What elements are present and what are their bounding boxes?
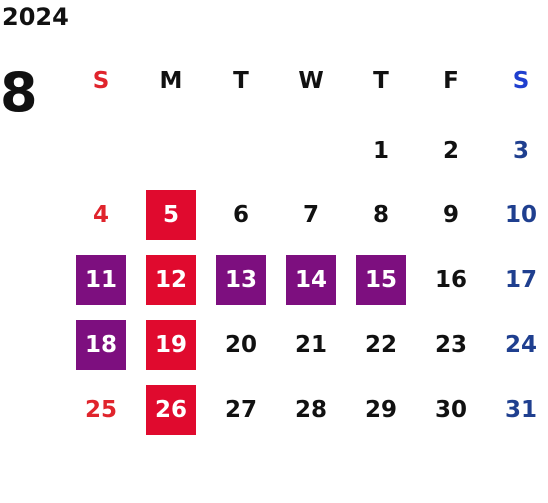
calendar-day-25[interactable]: 25 [84,397,117,423]
calendar-day-22[interactable]: 22 [364,332,397,358]
calendar-day-23[interactable]: 23 [434,332,467,358]
calendar-day-29[interactable]: 29 [364,397,397,423]
calendar-day-2[interactable]: 2 [442,138,459,164]
calendar-day-7[interactable]: 7 [302,202,319,228]
calendar-day-31[interactable]: 31 [504,397,537,423]
weekday-tue: T [233,68,249,94]
calendar-month: 8 [0,61,38,124]
weekday-thu: T [373,68,389,94]
calendar-day-18[interactable]: 18 [76,320,126,370]
calendar-day-17[interactable]: 17 [504,267,537,293]
calendar-day-6[interactable]: 6 [232,202,249,228]
calendar-day-10[interactable]: 10 [504,202,537,228]
calendar-day-1[interactable]: 1 [372,138,389,164]
calendar-day-9[interactable]: 9 [442,202,459,228]
calendar-day-26[interactable]: 26 [146,385,196,435]
calendar-day-13[interactable]: 13 [216,255,266,305]
weekday-fri: F [443,68,459,94]
calendar-day-3[interactable]: 3 [512,138,529,164]
calendar-day-5[interactable]: 5 [146,190,196,240]
calendar-day-27[interactable]: 27 [224,397,257,423]
weekday-wed: W [298,68,324,94]
weekday-mon: M [159,68,183,94]
calendar-day-16[interactable]: 16 [434,267,467,293]
calendar-day-30[interactable]: 30 [434,397,467,423]
weekday-sun: S [92,68,110,94]
calendar-day-28[interactable]: 28 [294,397,327,423]
calendar-day-15[interactable]: 15 [356,255,406,305]
weekday-sat: S [512,68,530,94]
calendar-day-11[interactable]: 11 [76,255,126,305]
calendar-day-4[interactable]: 4 [92,202,109,228]
calendar-day-21[interactable]: 21 [294,332,327,358]
calendar-day-20[interactable]: 20 [224,332,257,358]
calendar-day-24[interactable]: 24 [504,332,537,358]
calendar-year: 2024 [2,3,69,31]
calendar-day-19[interactable]: 19 [146,320,196,370]
calendar-day-12[interactable]: 12 [146,255,196,305]
calendar-day-14[interactable]: 14 [286,255,336,305]
calendar-day-8[interactable]: 8 [372,202,389,228]
